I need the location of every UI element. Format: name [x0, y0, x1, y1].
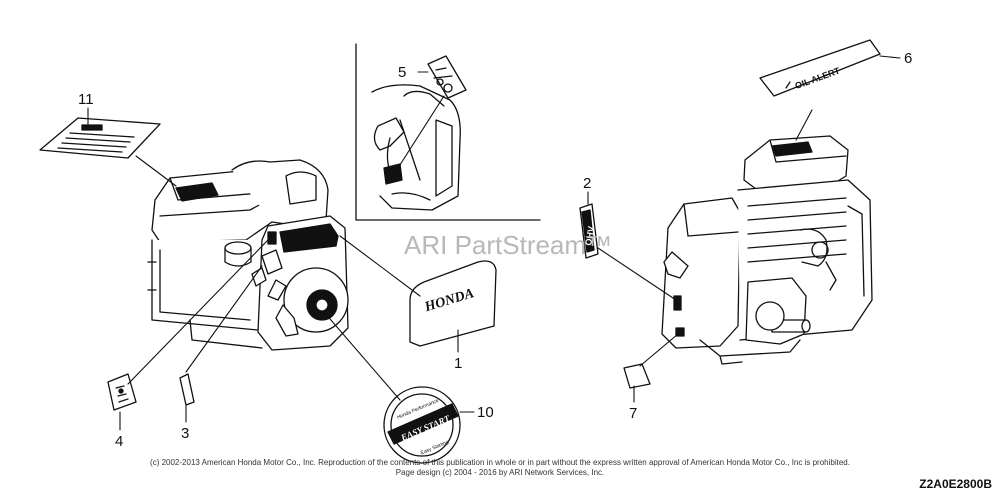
- callout-5: 5: [398, 64, 406, 81]
- part-7-label[interactable]: [623, 363, 651, 389]
- part-1-emblem[interactable]: HONDA: [409, 260, 497, 347]
- part-10-badge[interactable]: EASY START Honda Performance Easy Starti…: [383, 386, 461, 464]
- part-2-emblem[interactable]: OHV: [579, 203, 599, 259]
- left-engine-drawing: [147, 159, 349, 351]
- copyright-line-1: (c) 2002-2013 American Honda Motor Co., …: [150, 458, 850, 467]
- copyright-line-2: Page design (c) 2004 - 2016 by ARI Netwo…: [396, 468, 605, 477]
- callout-4: 4: [115, 433, 123, 450]
- callout-1: 1: [454, 355, 462, 372]
- leader-lines: [87, 55, 901, 431]
- diagram-code: Z2A0E2800B: [919, 477, 992, 491]
- callout-7: 7: [629, 405, 637, 422]
- callout-10: 10: [477, 404, 494, 421]
- callout-6: 6: [904, 50, 912, 67]
- watermark: ARI PartStream™: [404, 230, 612, 260]
- part-3-label[interactable]: [179, 373, 195, 406]
- callout-11: 11: [78, 91, 94, 108]
- part-11-label[interactable]: [39, 117, 161, 159]
- callout-2: 2: [583, 175, 591, 192]
- callout-numbers: 11 4 3 1 10 5 6 2 7: [78, 50, 912, 450]
- part-5-label[interactable]: [427, 55, 467, 99]
- right-engine-drawing: [661, 135, 873, 365]
- part-6-label[interactable]: OIL ALERT: [759, 39, 881, 97]
- callout-3: 3: [181, 425, 189, 442]
- ohv-emblem-text: OHV: [583, 225, 596, 246]
- detail-inset: [355, 43, 541, 221]
